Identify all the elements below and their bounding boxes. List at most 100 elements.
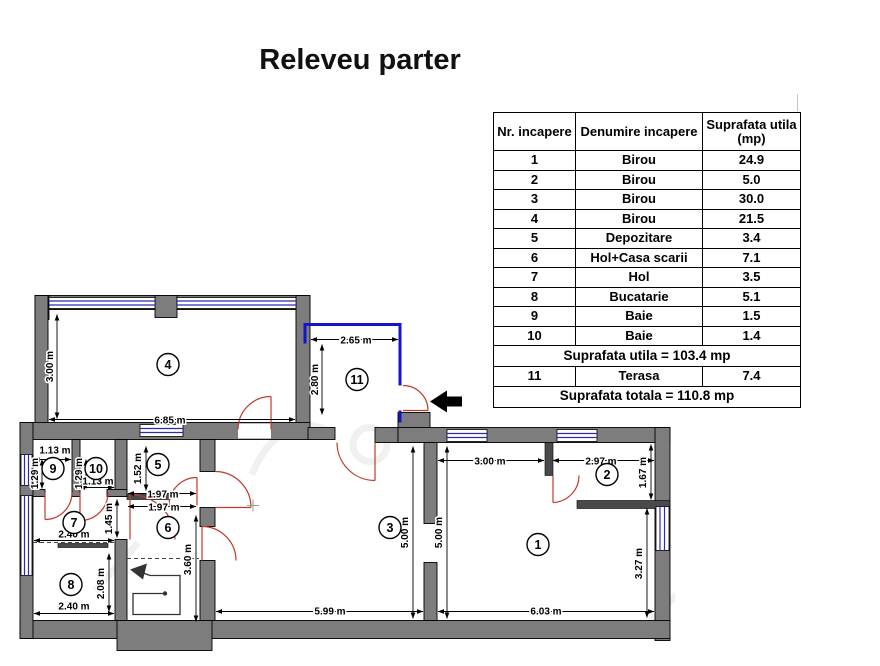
table-cell: 4 (493, 208, 576, 229)
svg-text:4: 4 (165, 358, 172, 372)
door-arc (552, 475, 580, 504)
table-cell: 5.1 (702, 286, 801, 307)
dimension-label: 1.67 m (638, 457, 649, 488)
room-number-circle: 10 (84, 456, 108, 481)
svg-text:2: 2 (604, 468, 611, 482)
svg-text:8: 8 (68, 578, 75, 592)
subtotal-row: Suprafata utila = 103.4 mp (493, 345, 801, 367)
svg-text:7: 7 (71, 516, 78, 530)
door-arc (402, 384, 429, 412)
dimension-label: 5.00 m (400, 517, 411, 548)
door-arc (168, 476, 198, 506)
room-number-circle: 3 (378, 515, 402, 540)
svg-text:10: 10 (89, 462, 103, 476)
door-arc (237, 395, 272, 430)
header-denumire: Denumire incapere (575, 112, 703, 151)
window (556, 429, 598, 442)
dimension-label: 2.80 m (310, 364, 321, 395)
window (446, 429, 488, 442)
subtotal-row: Suprafata utila = 103.4 mp (493, 345, 801, 367)
window (176, 297, 297, 309)
table-cell: 5.0 (702, 169, 801, 190)
entrance-arrow-icon (430, 390, 462, 413)
table-cell: 2 (493, 169, 576, 190)
room-number-circle: 4 (156, 352, 180, 377)
dimension-label: 2.65 m (340, 336, 371, 347)
table-cell: Birou (575, 150, 703, 171)
window (20, 454, 33, 486)
dimension-label: 3.00 m (474, 457, 505, 468)
door-arc (214, 470, 252, 509)
dimension-label: 2.08 m (96, 568, 107, 599)
dimension-label: 5.00 m (434, 517, 445, 548)
window (20, 495, 33, 576)
table-header-row: Nr. incapere Denumire incapere Suprafata… (493, 112, 801, 151)
table-cell: 24.9 (702, 150, 801, 171)
room-number-circles: 1 2 3 4 5 6 7 8 9 10 11 (41, 352, 619, 597)
table-cell: Birou (575, 208, 703, 229)
table-cell: 30.0 (702, 189, 801, 210)
svg-text:6: 6 (165, 521, 172, 535)
table-cell: 7.1 (702, 247, 801, 268)
room-number-circle: 2 (595, 462, 619, 487)
header-nr: Nr. incapere (493, 112, 576, 151)
dimension-label: 6.85 m (154, 416, 185, 427)
header-suprafata: Suprafata utila (mp) (702, 112, 801, 151)
window (655, 506, 670, 551)
walls (19, 295, 671, 651)
table-cell: 6 (493, 247, 576, 268)
table-cell: 1.4 (702, 325, 801, 346)
room-number-circle: 7 (62, 510, 86, 535)
room-number-circle: 6 (156, 515, 180, 540)
windows (20, 297, 670, 576)
dimension-label: 5.99 m (314, 607, 345, 618)
door-arc (44, 492, 73, 521)
dimension-label: 1.97 m (148, 503, 179, 514)
window (48, 297, 156, 309)
dimension-label: 3.00 m (45, 351, 56, 382)
table-cell: 3.4 (702, 228, 801, 249)
table-cell: Birou (575, 189, 703, 210)
dimension-label: 3.27 m (634, 548, 645, 579)
table-cell: 1 (493, 150, 576, 171)
table-corner-tick (797, 94, 798, 111)
dimension-label: 6.03 m (530, 607, 561, 618)
svg-text:1: 1 (535, 538, 542, 552)
room-number-circle: 5 (146, 452, 170, 477)
table-cell: Bucatarie (575, 286, 703, 307)
window (139, 424, 184, 437)
svg-text:9: 9 (50, 462, 57, 476)
dimension-label: 1.52 m (133, 453, 144, 484)
floor-plan-drawing: 3.00 m6.85 m2.65 m2.80 m1.13 m1.29 m1.29… (19, 295, 675, 651)
table-cell: Depozitare (575, 228, 703, 249)
table-cell: 3.5 (702, 267, 801, 288)
door-arc (201, 525, 237, 561)
room-number-circle: 1 (526, 532, 550, 557)
table-cell: Birou (575, 169, 703, 190)
room-table: Nr. incapere Denumire incapere Suprafata… (493, 112, 801, 408)
svg-text:3: 3 (387, 521, 394, 535)
dimension-label: 3.60 m (183, 544, 194, 575)
table-cell: 21.5 (702, 208, 801, 229)
stairs-symbol (130, 563, 181, 616)
door-arc (336, 442, 376, 482)
svg-text:11: 11 (350, 373, 363, 387)
room-number-circle: 11 (345, 367, 369, 392)
total-row: Suprafata totala = 110.8 mp (493, 385, 801, 408)
dimension-label: 1.13 m (39, 446, 70, 457)
table-cell: 1.5 (702, 306, 801, 327)
table-cell: 5 (493, 228, 576, 249)
dimension-label: 2.40 m (58, 602, 89, 613)
dimension-label: 1.45 m (104, 503, 115, 534)
dimension-label: 1.97 m (147, 490, 178, 501)
total-row: Suprafata totala = 110.8 mp (493, 385, 801, 408)
terrace-outline (303, 323, 402, 423)
